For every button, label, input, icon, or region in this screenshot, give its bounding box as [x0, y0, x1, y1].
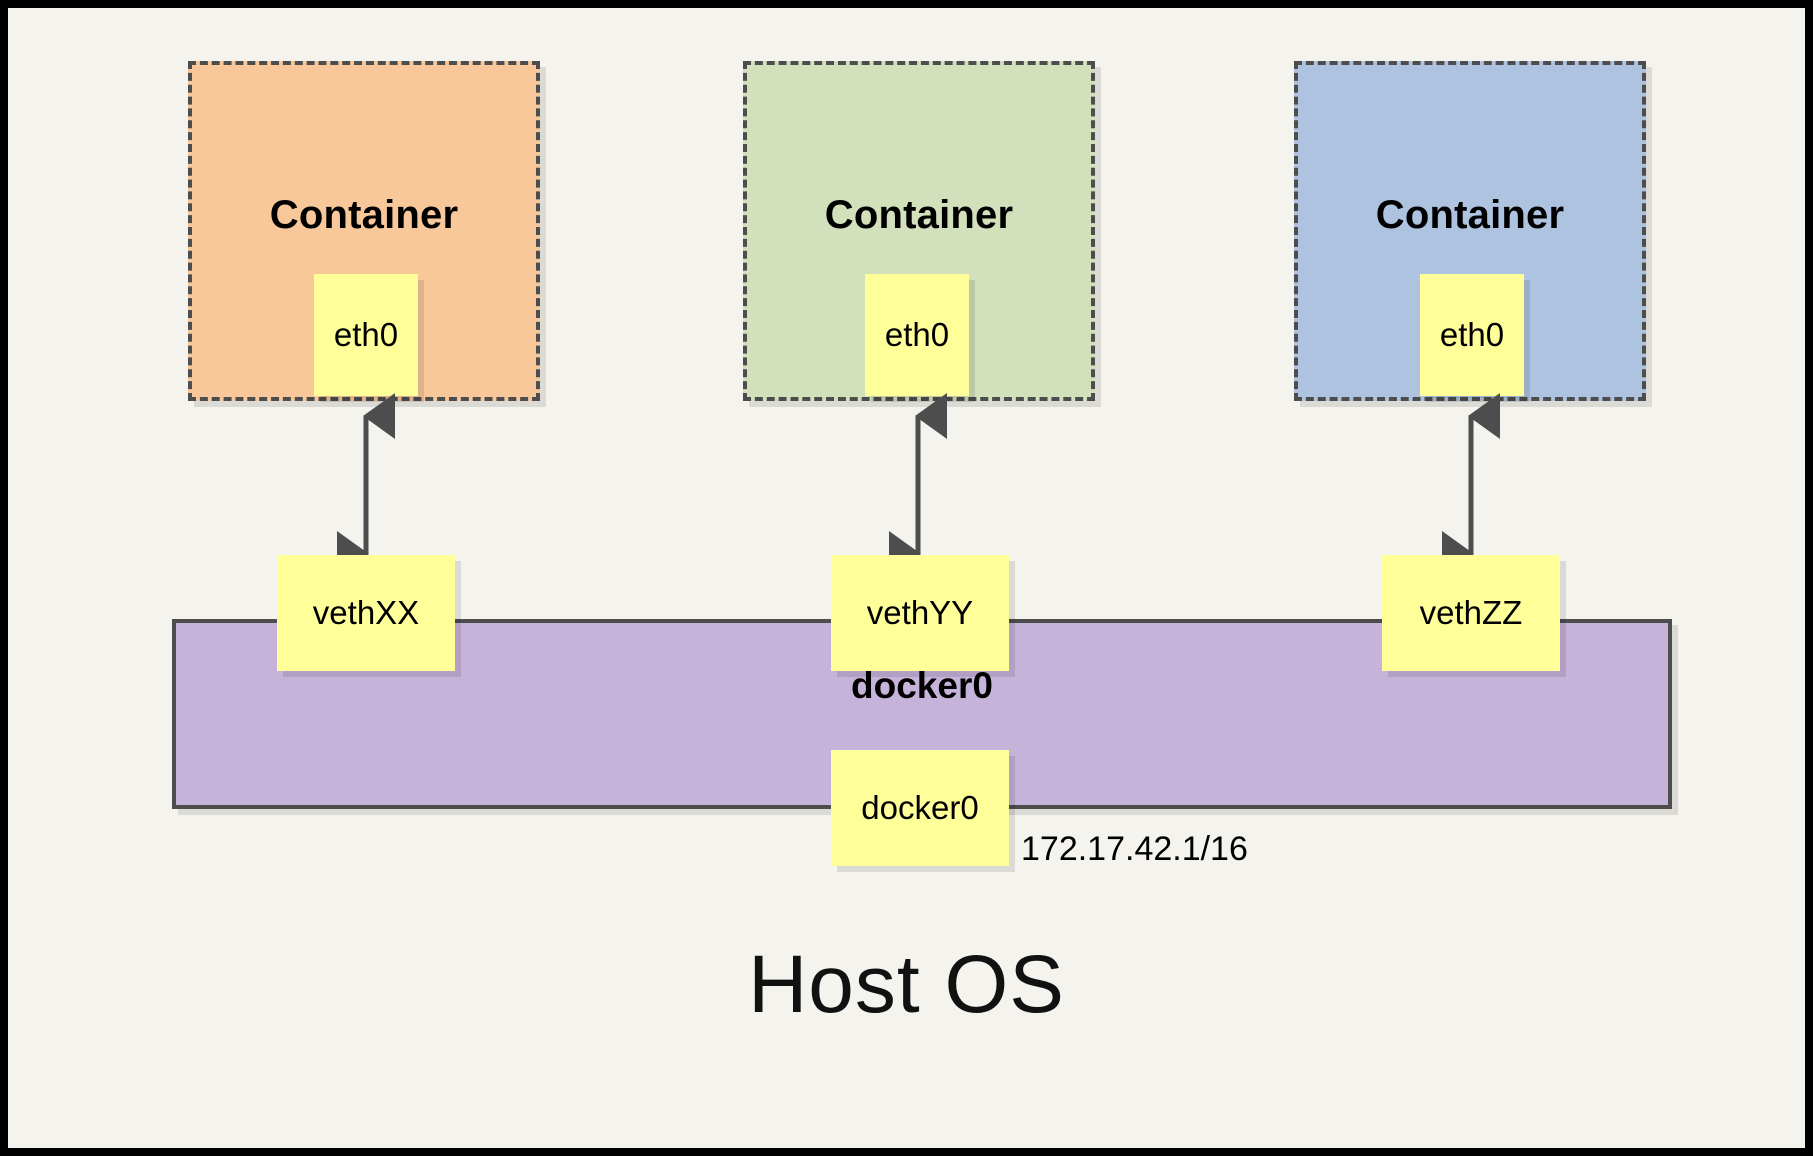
container-title-3: Container — [1375, 193, 1565, 237]
veth-interface-xx: vethXX — [277, 555, 455, 671]
veth-interface-yy: vethYY — [831, 555, 1009, 671]
veth-link-arrow-1 — [337, 393, 395, 577]
veth-interface-zz: vethZZ — [1382, 555, 1560, 671]
docker0-ip-label: 172.17.42.1/16 — [1021, 830, 1248, 868]
docker0-interface-box: docker0 — [831, 750, 1009, 866]
eth0-interface-2: eth0 — [865, 274, 969, 396]
docker0-bridge-label: docker0 — [851, 665, 993, 706]
container-title-1: Container — [269, 193, 459, 237]
host-os-region: docker0 Container Container Container et… — [8, 8, 1805, 1148]
eth0-interface-3: eth0 — [1420, 274, 1524, 396]
eth0-interface-1: eth0 — [314, 274, 418, 396]
veth-link-arrow-3 — [1442, 393, 1500, 577]
host-os-label: Host OS — [748, 939, 1065, 1030]
container-title-2: Container — [824, 193, 1014, 237]
veth-link-arrow-2 — [889, 393, 947, 577]
